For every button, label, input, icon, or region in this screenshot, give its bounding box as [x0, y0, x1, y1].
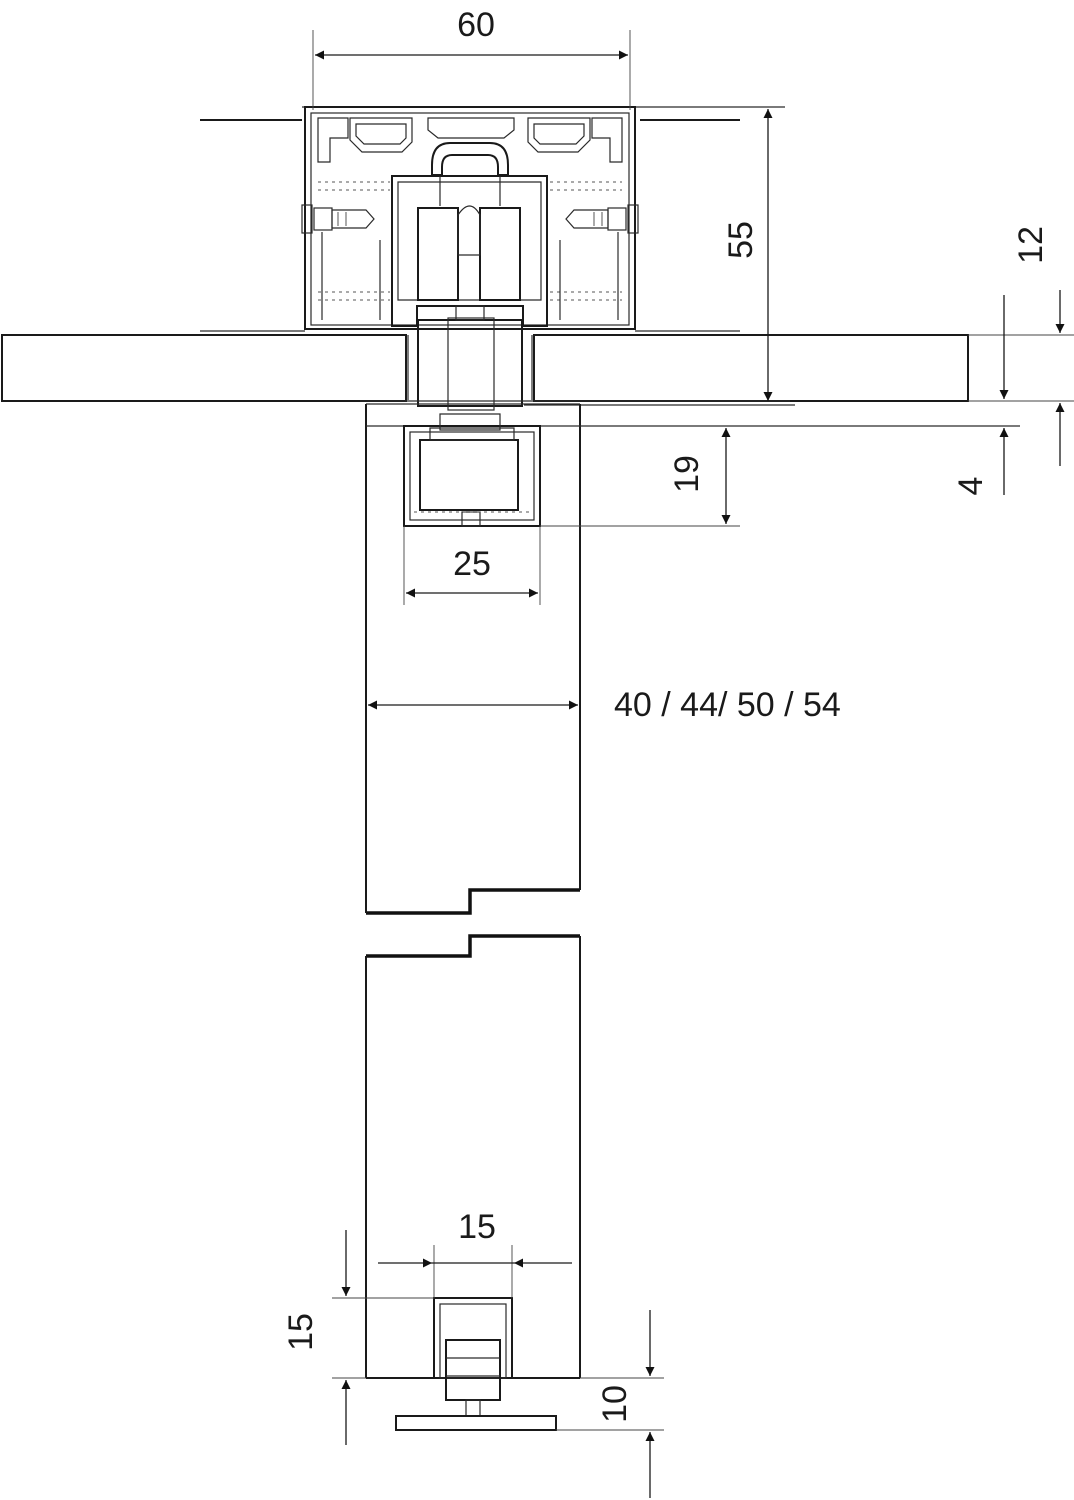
door-leaf-lower [365, 934, 581, 1379]
ceiling-slab-right [533, 330, 969, 402]
label-gap-small: 4 [952, 477, 990, 496]
label-ceiling-offset: 12 [1012, 226, 1050, 264]
door-top-carrier [403, 413, 541, 527]
dim-guide-width: 15 [378, 1208, 572, 1298]
label-guide-height: 15 [282, 1313, 320, 1351]
screw-clip-right [565, 204, 639, 234]
dim-rail-width: 60 [312, 6, 631, 110]
dim-carrier-width: 25 [403, 526, 541, 605]
dim-door-thickness: 40 / 44/ 50 / 54 [368, 686, 841, 724]
label-door-thickness: 40 / 44/ 50 / 54 [614, 686, 841, 724]
wheel-carrier [417, 176, 521, 301]
screw-clip-left [301, 204, 375, 234]
dim-carrier-height: 19 [540, 428, 740, 527]
label-carrier-height: 19 [668, 455, 706, 493]
top-rail-profile [301, 106, 639, 330]
label-floor-guide-height: 10 [596, 1385, 634, 1423]
label-guide-width: 15 [458, 1208, 496, 1246]
floor-guide [395, 1297, 557, 1431]
dim-ceiling-offset: 12 [968, 226, 1074, 466]
door-leaf-upper [365, 403, 1020, 915]
dim-gap-small: 4 [952, 295, 1009, 496]
dim-guide-height: 15 [282, 1230, 434, 1445]
dim-floor-guide-height: 10 [556, 1310, 664, 1498]
ceiling-slab-left [1, 330, 407, 402]
label-rail-height: 55 [722, 221, 760, 259]
label-carrier-width: 25 [453, 545, 491, 583]
dim-rail-height: 55 [722, 109, 773, 401]
label-rail-width: 60 [457, 6, 495, 44]
hanger-stem [407, 305, 533, 411]
